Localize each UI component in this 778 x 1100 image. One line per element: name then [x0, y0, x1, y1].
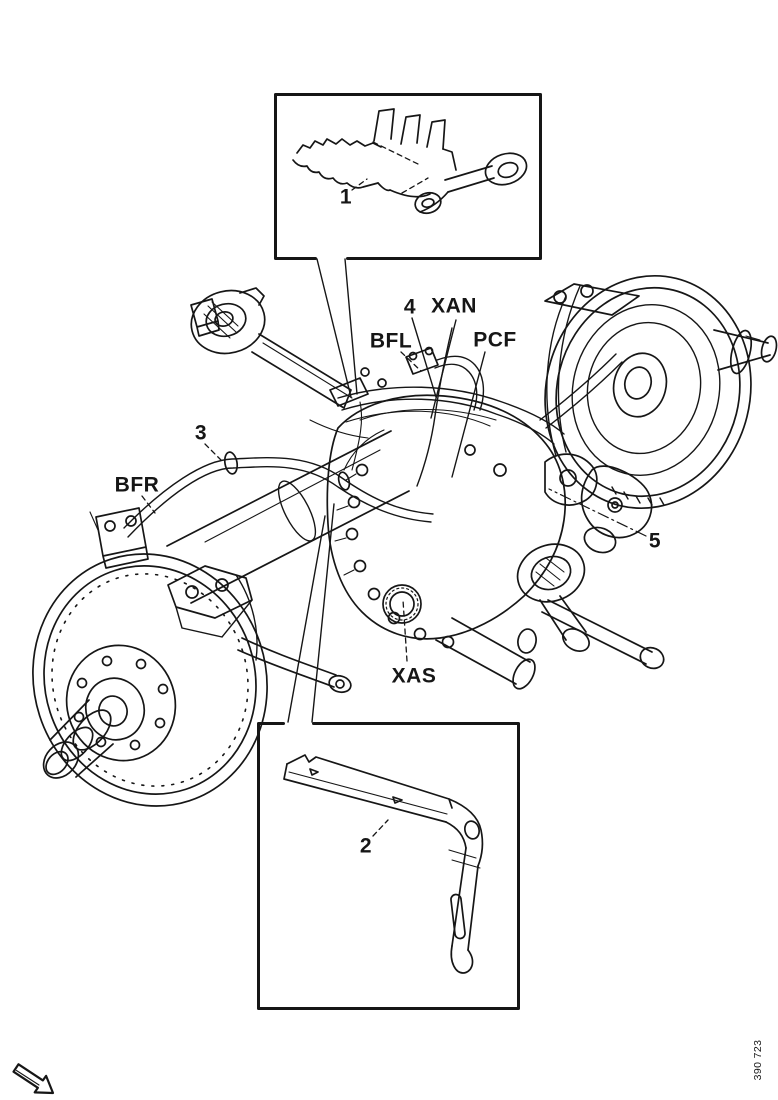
- differential-housing: [326, 394, 590, 690]
- right-brake-assembly: [544, 274, 778, 554]
- label-xan: XAN: [431, 294, 477, 318]
- bracket-1-drawing: [292, 108, 528, 215]
- axle-tube-left: [166, 430, 410, 604]
- left-brake-disc: [32, 507, 352, 807]
- callout-3: 3: [194, 421, 208, 445]
- right-linkage: [541, 453, 665, 670]
- callout-1: 1: [339, 185, 353, 209]
- bracket-2-drawing: [283, 754, 484, 974]
- callout-2: 2: [359, 834, 373, 858]
- label-bfr: BFR: [114, 473, 160, 497]
- figure-number: 390 723: [751, 1039, 764, 1081]
- label-bfl: BFL: [369, 329, 413, 353]
- callout-5: 5: [648, 529, 662, 553]
- leader-lines: [141, 178, 647, 837]
- label-pcf: PCF: [473, 328, 517, 352]
- torque-rod: [190, 287, 353, 409]
- inset-box-2: [257, 722, 520, 1010]
- inset-box-1: [274, 93, 542, 260]
- direction-arrow-icon: [12, 1063, 55, 1095]
- brake-hoses-and-cables: [123, 327, 623, 538]
- label-xas: XAS: [391, 664, 437, 688]
- callout-4: 4: [403, 295, 417, 319]
